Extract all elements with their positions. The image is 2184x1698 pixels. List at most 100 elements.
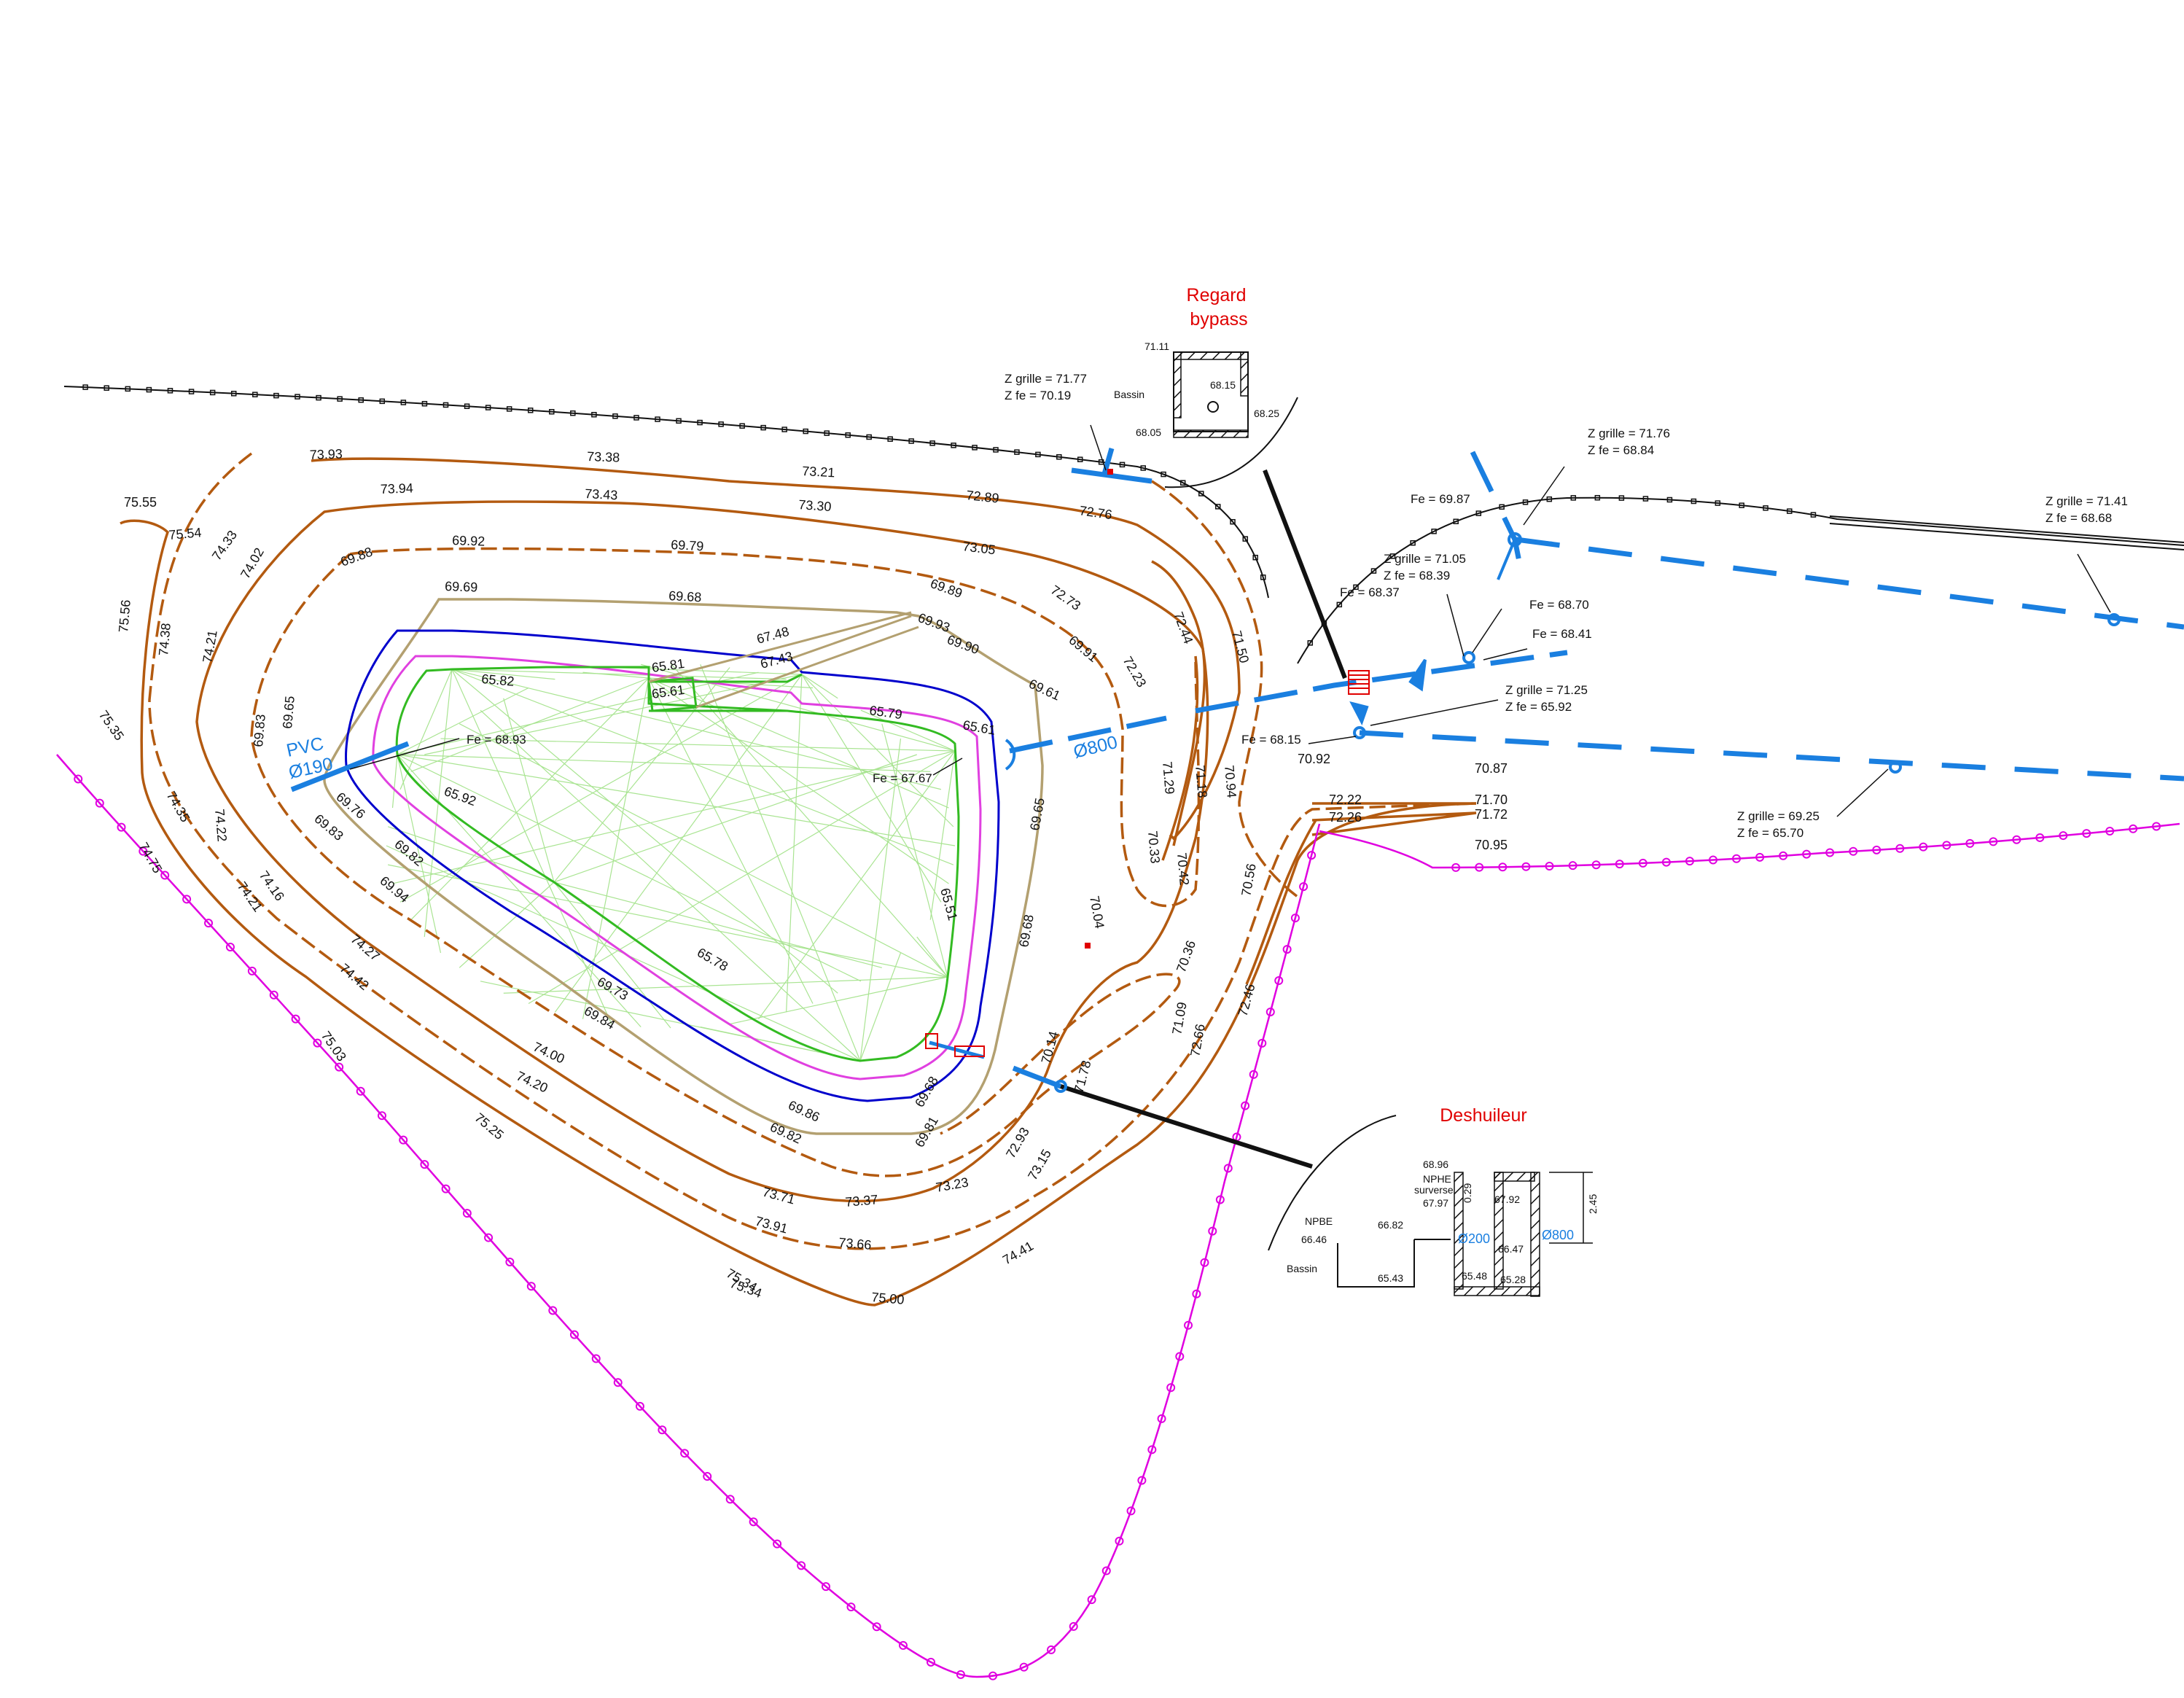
- contour-label: 73.43: [585, 486, 618, 502]
- outlet-hatch-block: [925, 1033, 938, 1049]
- line-marker: [1260, 575, 1266, 580]
- line-marker: [898, 1640, 908, 1650]
- line-marker: [1101, 1566, 1111, 1576]
- contour-label: 69.84: [582, 1003, 617, 1032]
- line-marker: [633, 415, 639, 421]
- contour-e: [250, 553, 1181, 1177]
- contour-f: [349, 547, 1201, 908]
- contour-label: 65.81: [651, 656, 685, 675]
- line-marker: [1690, 498, 1697, 505]
- line-marker: [569, 1330, 579, 1339]
- contour-label: 71.78: [1072, 1059, 1094, 1094]
- line-marker: [1208, 1226, 1217, 1236]
- line-marker: [484, 1233, 494, 1242]
- regard-wall-left: [1173, 351, 1182, 418]
- deshuileur-dim: [1549, 1172, 1593, 1244]
- regard-arc: [1164, 397, 1298, 488]
- contour-label: 72.22: [1329, 792, 1362, 807]
- basin-triangulation: [386, 663, 956, 1062]
- line-marker: [204, 919, 214, 928]
- regard-v4: 68.05: [1136, 427, 1161, 438]
- triangulation-line: [648, 677, 814, 1004]
- line-marker: [2105, 826, 2115, 836]
- line-marker: [988, 1671, 998, 1681]
- line-marker: [1642, 496, 1649, 502]
- manhole-node: [2107, 613, 2121, 626]
- line-marker: [1661, 857, 1671, 867]
- d-6543: 65.43: [1378, 1272, 1403, 1284]
- contour-label: 72.46: [1236, 982, 1258, 1018]
- contour-label: 65.92: [442, 784, 478, 809]
- line-marker: [273, 392, 279, 399]
- contour-g: [1151, 480, 1299, 898]
- triangulation-line: [648, 677, 949, 809]
- line-marker: [676, 418, 682, 424]
- line-marker: [506, 406, 512, 412]
- line-marker: [1499, 504, 1505, 510]
- line-marker: [929, 440, 935, 446]
- contour-label: 69.91: [1066, 633, 1100, 665]
- contour-label: 69.68: [668, 588, 702, 604]
- contour-label: 75.00: [871, 1290, 905, 1307]
- contour-label: 65.61: [651, 682, 685, 701]
- boundary-lines: [63, 386, 2184, 1251]
- line-marker: [1147, 1445, 1157, 1454]
- line-marker: [291, 1014, 300, 1024]
- contour-label: 69.68: [1016, 914, 1037, 949]
- line-marker: [1989, 837, 1998, 846]
- contour-label: 74.00: [531, 1039, 566, 1066]
- note-fe-6767: Fe = 67.67: [873, 771, 932, 785]
- line-marker: [697, 419, 703, 426]
- line-marker: [2152, 822, 2161, 831]
- line-marker: [95, 798, 104, 808]
- line-marker: [1895, 844, 1905, 853]
- contour-label: 73.23: [935, 1175, 970, 1195]
- contour-label: 72.73: [1048, 583, 1083, 613]
- line-marker: [1546, 496, 1553, 502]
- line-marker: [1715, 500, 1721, 506]
- triangulation-line: [729, 976, 948, 1025]
- line-marker: [230, 391, 237, 397]
- triangulation-line: [424, 674, 803, 755]
- line-marker: [462, 1209, 472, 1218]
- triangulation-line: [553, 881, 671, 1029]
- d-6797: 67.97: [1423, 1197, 1448, 1209]
- note-zg-7105: Z grille = 71.05: [1384, 552, 1466, 566]
- d-surverse: surverse: [1414, 1184, 1454, 1196]
- line-marker: [1451, 862, 1461, 872]
- line-marker: [548, 1306, 558, 1315]
- line-marker: [1521, 862, 1531, 871]
- note-fe-6893: Fe = 68.93: [467, 733, 526, 747]
- line-marker: [167, 388, 173, 394]
- note-zfe-6884: Z fe = 68.84: [1588, 443, 1654, 457]
- contour-label: 71.29: [1160, 761, 1177, 795]
- contour-i: [1161, 655, 1199, 861]
- triangulation-line: [392, 750, 956, 884]
- line-marker: [1282, 945, 1292, 954]
- survey-point: [1107, 469, 1113, 475]
- triangulation-line: [397, 754, 931, 772]
- line-marker: [635, 1401, 644, 1411]
- tee-fitting: [1349, 701, 1369, 726]
- line-marker: [549, 408, 555, 415]
- triangulation-line: [399, 669, 453, 790]
- line-marker: [464, 403, 470, 409]
- line-marker: [104, 385, 109, 391]
- contour-outer-a: [120, 519, 1477, 1306]
- line-marker: [1175, 1352, 1185, 1361]
- note-zg-7141: Z grille = 71.41: [2045, 494, 2128, 508]
- line-marker: [908, 438, 914, 444]
- contour-label: 75.03: [319, 1029, 349, 1064]
- line-marker: [570, 410, 576, 416]
- line-marker: [803, 428, 808, 435]
- line-marker: [1290, 914, 1300, 923]
- line-marker: [316, 394, 321, 401]
- line-marker: [1389, 553, 1396, 559]
- line-marker: [993, 447, 999, 453]
- contour-label: 70.92: [1298, 752, 1330, 766]
- line-marker: [718, 421, 724, 427]
- contour-label: 69.90: [945, 632, 981, 657]
- line-marker: [821, 1582, 830, 1592]
- manhole-node: [1889, 760, 1902, 774]
